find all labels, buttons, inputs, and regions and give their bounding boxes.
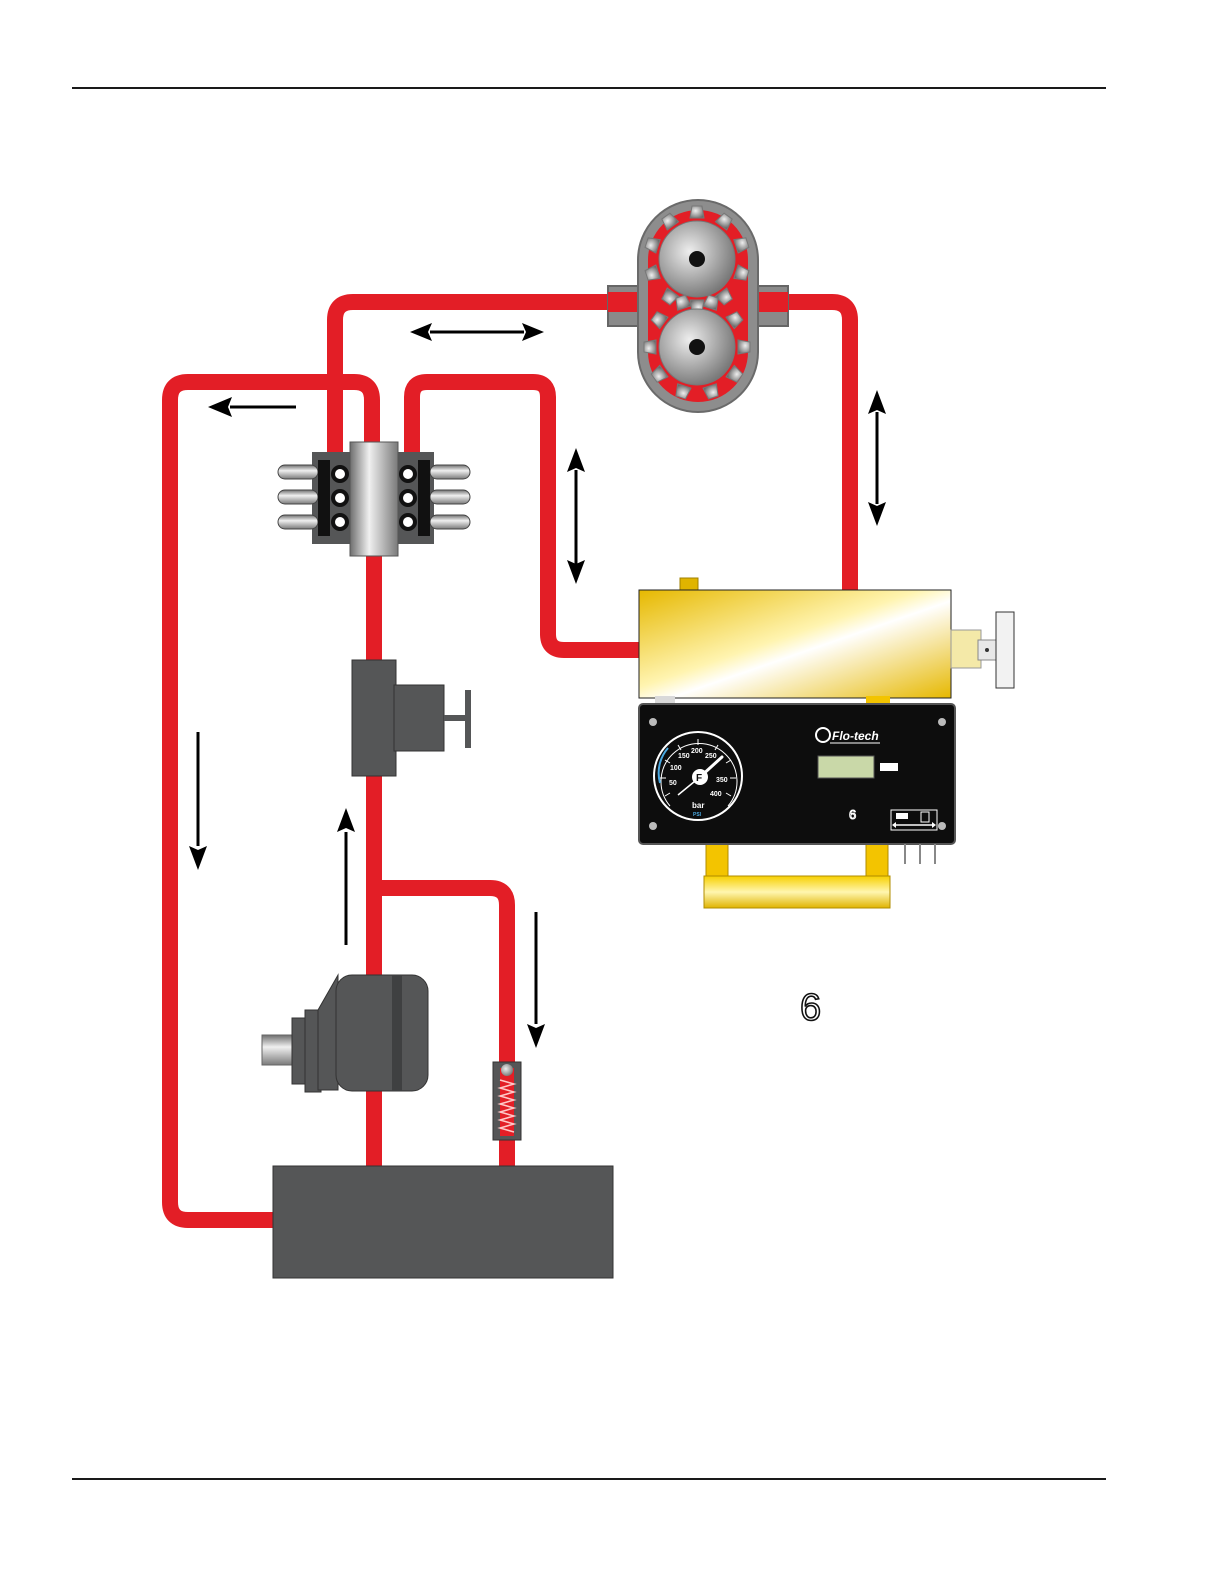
- gauge-secondary-unit-label: PSI: [693, 812, 702, 818]
- gauge-tick-label: 350: [716, 777, 728, 784]
- flow-tester-icon: Flo-tech 6: [639, 578, 1014, 908]
- gauge-tick-label: 400: [710, 791, 722, 798]
- gauge-tick-label: 100: [670, 765, 682, 772]
- brand-label: Flo-tech: [832, 729, 879, 743]
- gauge-tick-label: 150: [678, 753, 690, 760]
- figure-label: 6: [800, 987, 821, 1029]
- gauge-unit-label: bar: [692, 801, 704, 810]
- reservoir-icon: [273, 1166, 613, 1278]
- flow-arrow-bidirectional-horizontal: [410, 323, 544, 341]
- directional-valve-icon: [278, 442, 470, 556]
- flow-arrow-up: [337, 808, 355, 945]
- pressure-gauge-icon: 50 100 150 200 250 350 400 bar PSI F: [654, 732, 742, 820]
- flow-arrow-left: [208, 397, 296, 417]
- gauge-tick-label: 200: [691, 748, 703, 755]
- relief-valve-icon: [352, 660, 471, 776]
- display-mode-button: [880, 763, 898, 771]
- gauge-tick-label: 50: [669, 780, 677, 787]
- flow-arrow-bidirectional-vertical: [567, 448, 585, 584]
- gauge-logo-mark: F: [696, 773, 702, 784]
- flow-arrow-bidirectional-vertical: [868, 390, 886, 526]
- motor-icon: [262, 975, 428, 1092]
- flow-arrow-down: [189, 732, 207, 870]
- gauge-tick-label: 250: [705, 753, 717, 760]
- tester-handle: [704, 838, 890, 908]
- flow-direction-indicator: [891, 810, 937, 830]
- loading-valve-handwheel-icon: [951, 612, 1014, 688]
- lcd-display: [818, 756, 874, 778]
- gear-pump-icon: [608, 200, 788, 412]
- spring-check-valve-icon: [493, 1062, 521, 1140]
- flow-arrow-down: [527, 912, 545, 1048]
- panel-digit: 6: [849, 807, 856, 822]
